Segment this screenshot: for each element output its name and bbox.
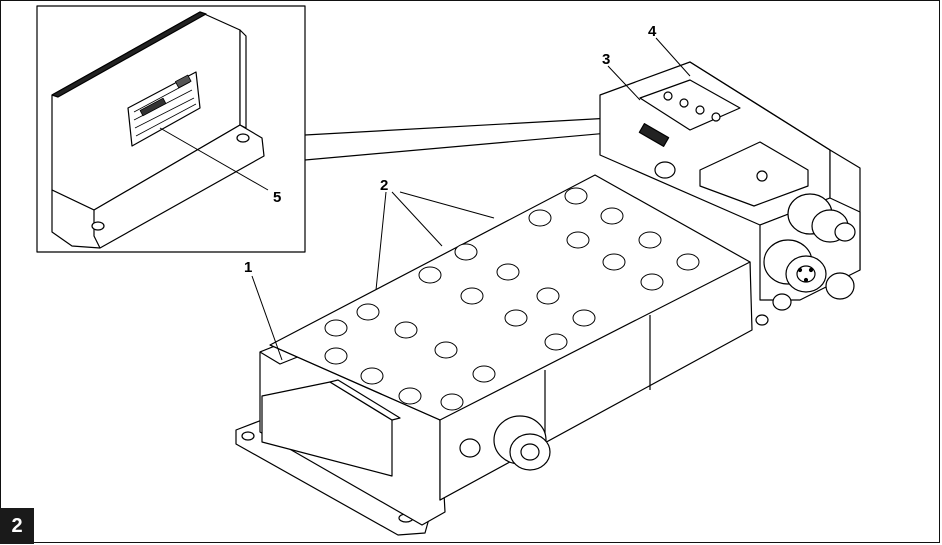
solenoid-connectors — [324, 187, 700, 411]
figure-number-badge: 2 — [0, 508, 34, 544]
callout-3: 3 — [602, 51, 610, 68]
bus-node — [599, 61, 861, 301]
m12-connectors — [755, 193, 856, 326]
callout-5: 5 — [273, 189, 281, 206]
callout-2: 2 — [380, 177, 388, 194]
callout-leaders — [251, 37, 691, 361]
callout-4: 4 — [648, 23, 657, 40]
detail-inset — [36, 5, 756, 253]
supply-port — [459, 415, 551, 471]
callout-1: 1 — [244, 259, 252, 276]
